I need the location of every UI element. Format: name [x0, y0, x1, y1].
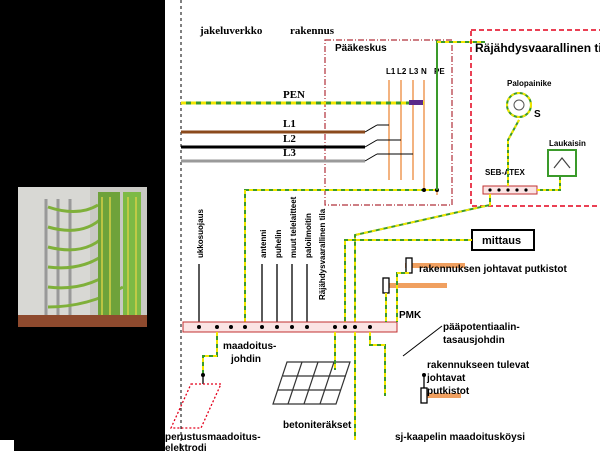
l2-label: L2 — [283, 133, 296, 145]
label-maadoitus: maadoitus- — [223, 341, 276, 352]
maadoitusjohdin-line — [202, 332, 218, 375]
pe-node-b — [422, 188, 426, 192]
label-antenni: antenni — [259, 230, 268, 258]
phase-label-l2: L2 — [397, 67, 407, 76]
corner-mark — [0, 440, 14, 451]
l1-label: L1 — [283, 118, 296, 130]
paakeskus-box — [324, 39, 453, 206]
detector-label: Laukaisin — [549, 139, 586, 148]
leader-tasausjohdin — [402, 325, 443, 357]
label-muut-telelaitteet: muut telelaitteet — [289, 196, 298, 258]
label-rak-tulevat-3: putkistot — [427, 386, 470, 397]
seb-to-detector — [537, 176, 561, 191]
heading-rakennus: rakennus — [290, 25, 335, 37]
palopainike-label: Palopainike — [507, 79, 552, 88]
pe-to-seb — [436, 40, 485, 190]
seb-to-button — [507, 119, 520, 186]
l3-label: L3 — [283, 147, 296, 159]
seb-down-line — [354, 194, 491, 326]
label-perustus-2: elektrodi — [165, 443, 207, 451]
label-rak-tulevat-1: rakennukseen tulevat — [427, 360, 530, 371]
heading-jakeluverkko: jakeluverkko — [199, 25, 263, 37]
label-perustus-1: perustusmaadoitus- — [165, 432, 261, 443]
equipotential-bonding-diagram: jakeluverkko rakennus Pääkeskus L1 L2 L3… — [165, 0, 600, 451]
explosion-zone-box — [470, 29, 600, 207]
phase-label-pe: PE — [434, 67, 445, 76]
label-johdin: johdin — [230, 354, 261, 365]
panel-busbars — [388, 42, 438, 195]
detector-device-icon — [547, 149, 577, 177]
diagram-panel: jakeluverkko rakennus Pääkeskus L1 L2 L3… — [165, 0, 600, 451]
detector-arrow-icon — [553, 157, 571, 169]
label-tasausjohdin: tasausjohdin — [443, 335, 505, 346]
pmk-label: PMK — [399, 310, 422, 321]
equipment-leads — [198, 264, 308, 326]
perustus-electrode — [169, 383, 223, 429]
maadoitus-node — [201, 373, 205, 377]
phase-label-l3: L3 — [409, 67, 419, 76]
label-paloilmoitin: paloilmoitin — [304, 213, 313, 258]
seb-atex-label: SEB-ATEX — [485, 168, 526, 177]
phase-label-l1: L1 — [386, 67, 396, 76]
mittaus-line — [344, 239, 472, 326]
label-rajahdysvaarallinen-tila: Räjähdysvaarallinen tila — [318, 208, 327, 300]
pen-label: PEN — [283, 89, 305, 101]
main-switch — [364, 124, 413, 162]
label-rak-johtavat-putkistot: rakennuksen johtavat putkistot — [419, 264, 567, 275]
pen-split-link — [409, 100, 423, 105]
s-label: S — [534, 109, 541, 120]
pmk-terminals — [197, 325, 372, 329]
label-ukkosuojaus: ukkosuojaus — [196, 209, 205, 258]
label-rak-tulevat-2: johtavat — [426, 373, 466, 384]
paakeskus-label: Pääkeskus — [335, 43, 387, 54]
tulevat-bond-line — [369, 332, 386, 396]
label-betoniteraset: betoniteräkset — [283, 420, 352, 431]
phase-label-n: N — [421, 67, 427, 76]
mittaus-label: mittaus — [482, 235, 521, 247]
label-sj-kaapeli: sj-kaapelin maadoitusköysi — [395, 432, 525, 443]
seb-atex-terminals — [488, 188, 528, 192]
pe-main-line — [244, 189, 437, 330]
pipe-bond-line-1 — [396, 272, 409, 322]
rebar-grid — [272, 361, 351, 405]
terminal-photo — [18, 187, 147, 327]
explosion-zone-title: Räjähdysvaarallinen tila — [475, 41, 600, 55]
label-puhelin: puhelin — [274, 229, 283, 258]
label-paapotentiaali: pääpotentiaalin- — [443, 322, 520, 333]
fire-button-icon — [506, 92, 532, 118]
